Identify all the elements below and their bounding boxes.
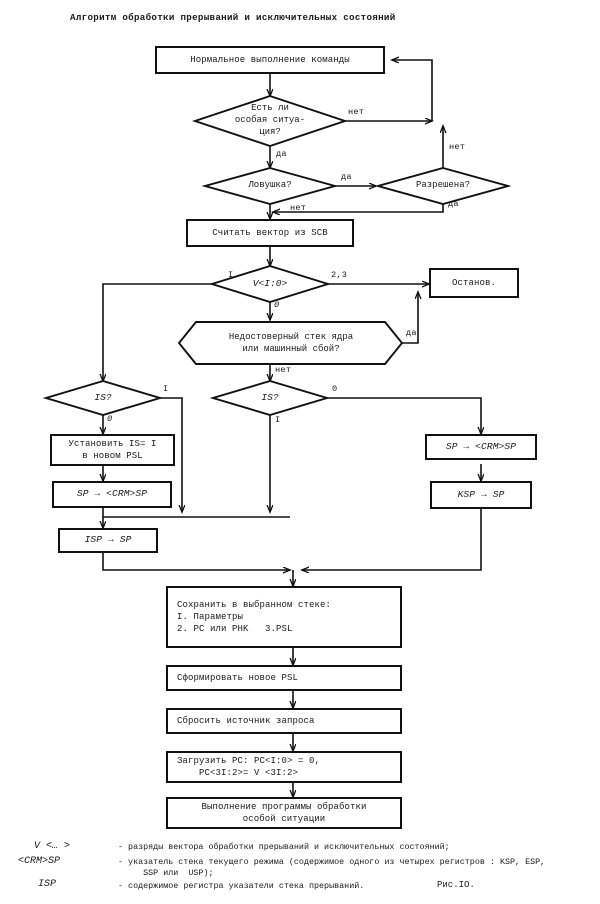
figure-caption: Рис.IO. — [437, 880, 475, 890]
process-normal-execution[interactable]: Нормальное выполнение команды — [155, 46, 385, 74]
decision-enabled-shape — [374, 167, 512, 205]
process-form-new-psl[interactable]: Сформировать новое PSL — [166, 665, 402, 691]
process-save-on-stack-label: Сохранить в выбранном стеке: I. Параметр… — [177, 599, 332, 635]
process-form-new-psl-label: Сформировать новое PSL — [177, 672, 299, 683]
process-set-is-label: Установить IS= I в новом PSL — [68, 438, 157, 461]
decision-is-left-shape — [42, 380, 164, 416]
decision-trap-shape — [201, 167, 339, 205]
edge-is-right-zero — [327, 397, 481, 434]
legend-symbol-2: ISP — [38, 879, 57, 890]
edge-label-is-right-zero: 0 — [332, 384, 338, 394]
process-read-vector[interactable]: Считать вектор из SCB — [186, 219, 354, 247]
process-normal-execution-label: Нормальное выполнение команды — [190, 54, 350, 65]
edge-label-vector-0: 0 — [274, 300, 280, 310]
edge-enabled-yes — [273, 204, 444, 212]
legend-symbol-0: V <… > — [34, 841, 71, 852]
edge-is-left-one — [160, 397, 182, 512]
process-reset-request-source-label: Сбросить источник запроса — [177, 715, 315, 726]
process-isp-to-sp-label: ISP → SP — [84, 534, 132, 546]
process-load-pc[interactable]: Загрузить PC: PC<I:0> = 0, PC<3I:2>= V <… — [166, 751, 402, 783]
process-sp-crm-right-label: SP → <CRM>SP — [445, 440, 517, 452]
edge-label-badstack-no: нет — [275, 365, 292, 375]
edge-label-exception-no: нет — [348, 107, 365, 117]
edge-label-is-left-zero: 0 — [107, 414, 113, 424]
terminator-halt[interactable]: Останов. — [429, 268, 519, 298]
process-read-vector-label: Считать вектор из SCB — [212, 227, 328, 238]
decision-exception-shape — [191, 94, 349, 148]
process-reset-request-source[interactable]: Сбросить источник запроса — [166, 708, 402, 734]
legend-text-2: - содержимое регистра указатели стека пр… — [118, 881, 365, 891]
edge-label-enabled-no: нет — [449, 142, 466, 152]
terminator-halt-label: Останов. — [451, 277, 496, 288]
process-isp-to-sp[interactable]: ISP → SP — [58, 528, 158, 553]
process-save-on-stack[interactable]: Сохранить в выбранном стеке: I. Параметр… — [166, 586, 402, 648]
process-sp-crm-left[interactable]: SP → <CRM>SP — [52, 481, 172, 508]
legend-symbol-1: <CRM>SP — [18, 856, 61, 867]
edge-label-badstack-yes: да — [406, 328, 417, 338]
edge-label-trap-yes: да — [341, 172, 352, 182]
edge-label-vector-i: I — [228, 270, 234, 280]
legend-text-1: - указатель стека текущего режима (содер… — [118, 857, 546, 879]
page-title: Алгоритм обработки прерываний и исключит… — [70, 12, 396, 23]
process-load-pc-label: Загрузить PC: PC<I:0> = 0, PC<3I:2>= V <… — [177, 755, 321, 778]
hexagon-badstack-shape — [177, 321, 404, 365]
process-sp-crm-left-label: SP → <CRM>SP — [76, 488, 148, 500]
decision-is-right-shape — [209, 380, 331, 416]
process-run-handler[interactable]: Выполнение программы обработки особой си… — [166, 797, 402, 829]
edge-badstack-yes — [402, 292, 418, 344]
edge-label-is-right-one: I — [275, 415, 281, 425]
process-ksp-to-sp[interactable]: KSP → SP — [430, 481, 532, 509]
edge-label-trap-no: нет — [290, 203, 307, 213]
process-set-is[interactable]: Установить IS= I в новом PSL — [50, 434, 175, 466]
edge-label-exception-yes: да — [276, 149, 287, 159]
process-sp-crm-right[interactable]: SP → <CRM>SP — [425, 434, 537, 460]
legend-text-0: - разряды вектора обработки прерываний и… — [118, 842, 450, 852]
edge-ispsp-to-merge — [102, 553, 284, 571]
edge-label-vector-23: 2,3 — [331, 270, 348, 280]
edge-vector-i — [103, 283, 212, 381]
process-ksp-to-sp-label: KSP → SP — [457, 488, 505, 500]
edge-kspsp-to-merge — [302, 509, 482, 570]
edge-label-enabled-yes: да — [448, 199, 459, 209]
process-run-handler-label: Выполнение программы обработки особой си… — [201, 801, 367, 824]
edge-return-to-normal — [392, 60, 433, 121]
edge-label-is-left-one: I — [163, 384, 169, 394]
